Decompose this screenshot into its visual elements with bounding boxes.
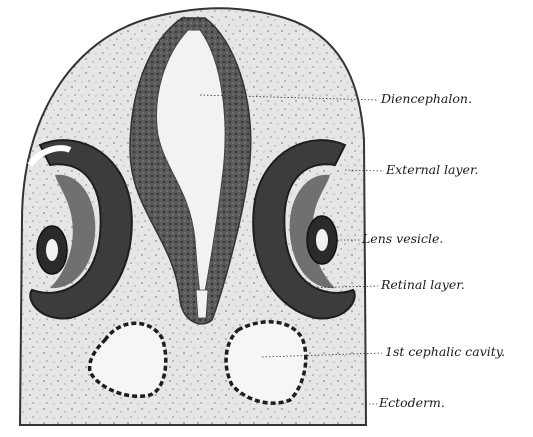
label-cephalic-cavity: 1st cephalic cavity. (385, 346, 505, 359)
right-cephalic-cavity (226, 322, 306, 403)
label-lens-vesicle: Lens vesicle. (362, 233, 443, 246)
label-external-layer: External layer. (386, 164, 479, 177)
label-diencephalon: Diencephalon. (381, 93, 472, 106)
label-ectoderm: Ectoderm. (379, 397, 445, 410)
ventricle-floor (196, 290, 208, 318)
label-retinal-layer: Retinal layer. (381, 279, 465, 292)
